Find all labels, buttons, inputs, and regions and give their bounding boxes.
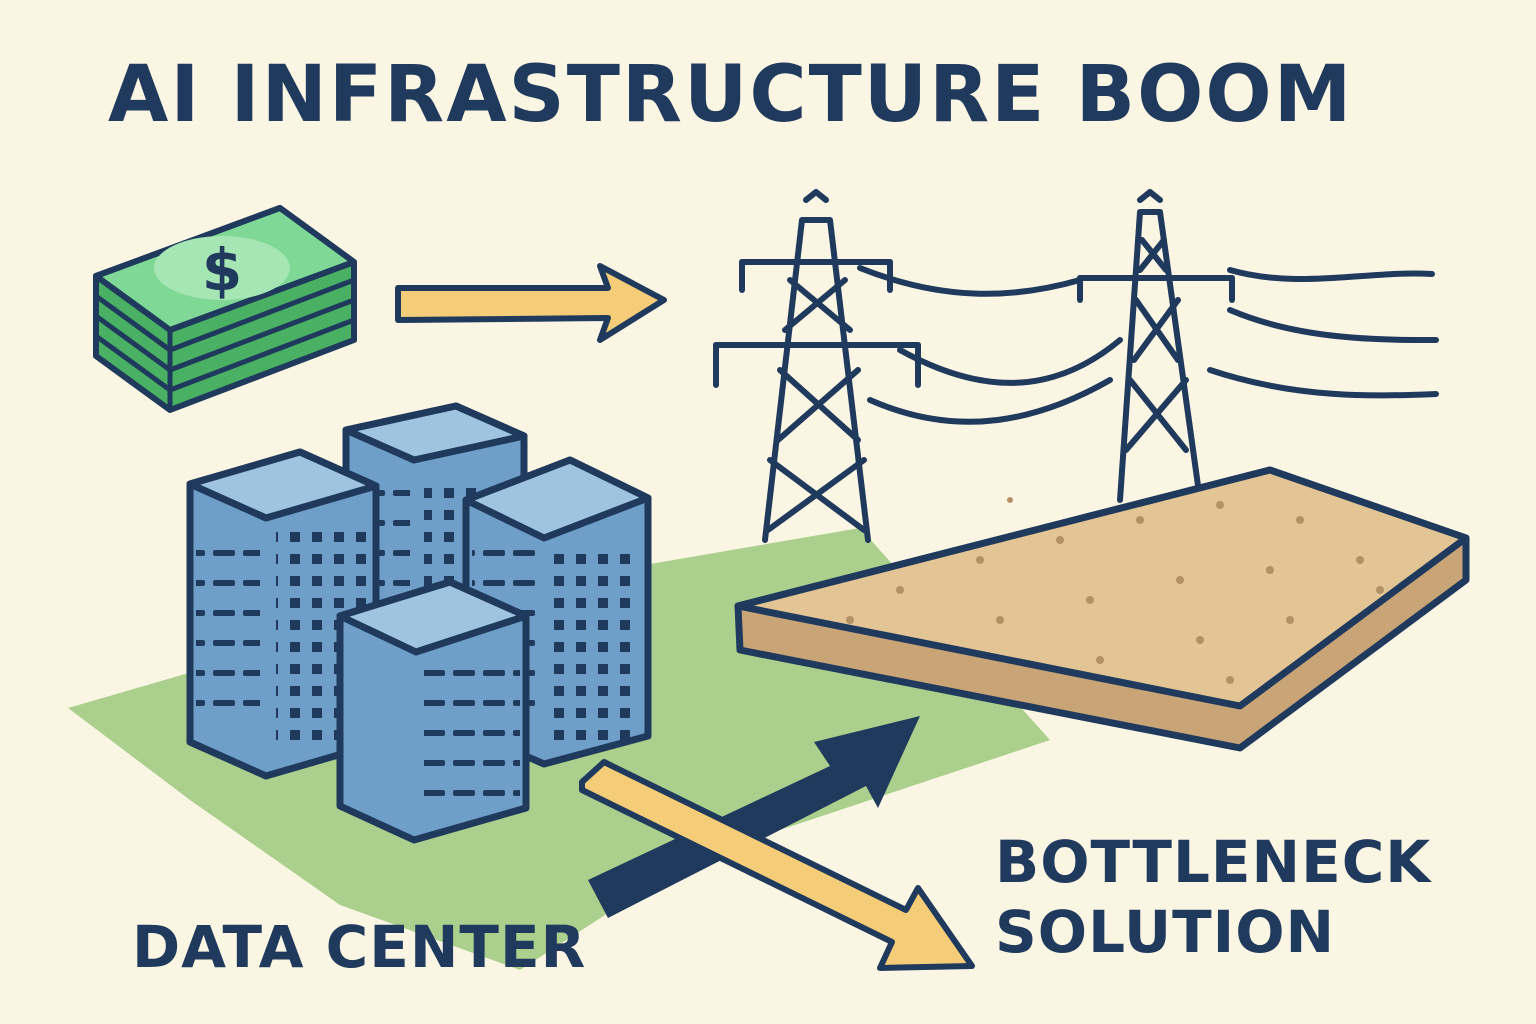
money-stack-icon: $	[93, 205, 357, 413]
bottleneck-line: BOTTLENECK	[995, 828, 1432, 896]
data-center-label: DATA CENTER	[132, 913, 587, 981]
arrow-to-solution	[579, 759, 975, 971]
building-icon	[186, 448, 380, 780]
bottleneck-solution-label: BOTTLENECK SOLUTION	[995, 828, 1431, 967]
power-tower-icon	[1077, 189, 1235, 503]
land-parcel	[734, 466, 1470, 752]
solution-line: SOLUTION	[995, 897, 1336, 966]
headline: AI INFRASTRUCTURE BOOM	[108, 50, 1354, 140]
dollar-sign-icon: $	[202, 236, 242, 304]
building-icon	[336, 578, 530, 844]
arrow-money-to-power	[395, 263, 667, 343]
power-tower-icon	[713, 189, 921, 543]
arrow-growth	[588, 716, 920, 918]
